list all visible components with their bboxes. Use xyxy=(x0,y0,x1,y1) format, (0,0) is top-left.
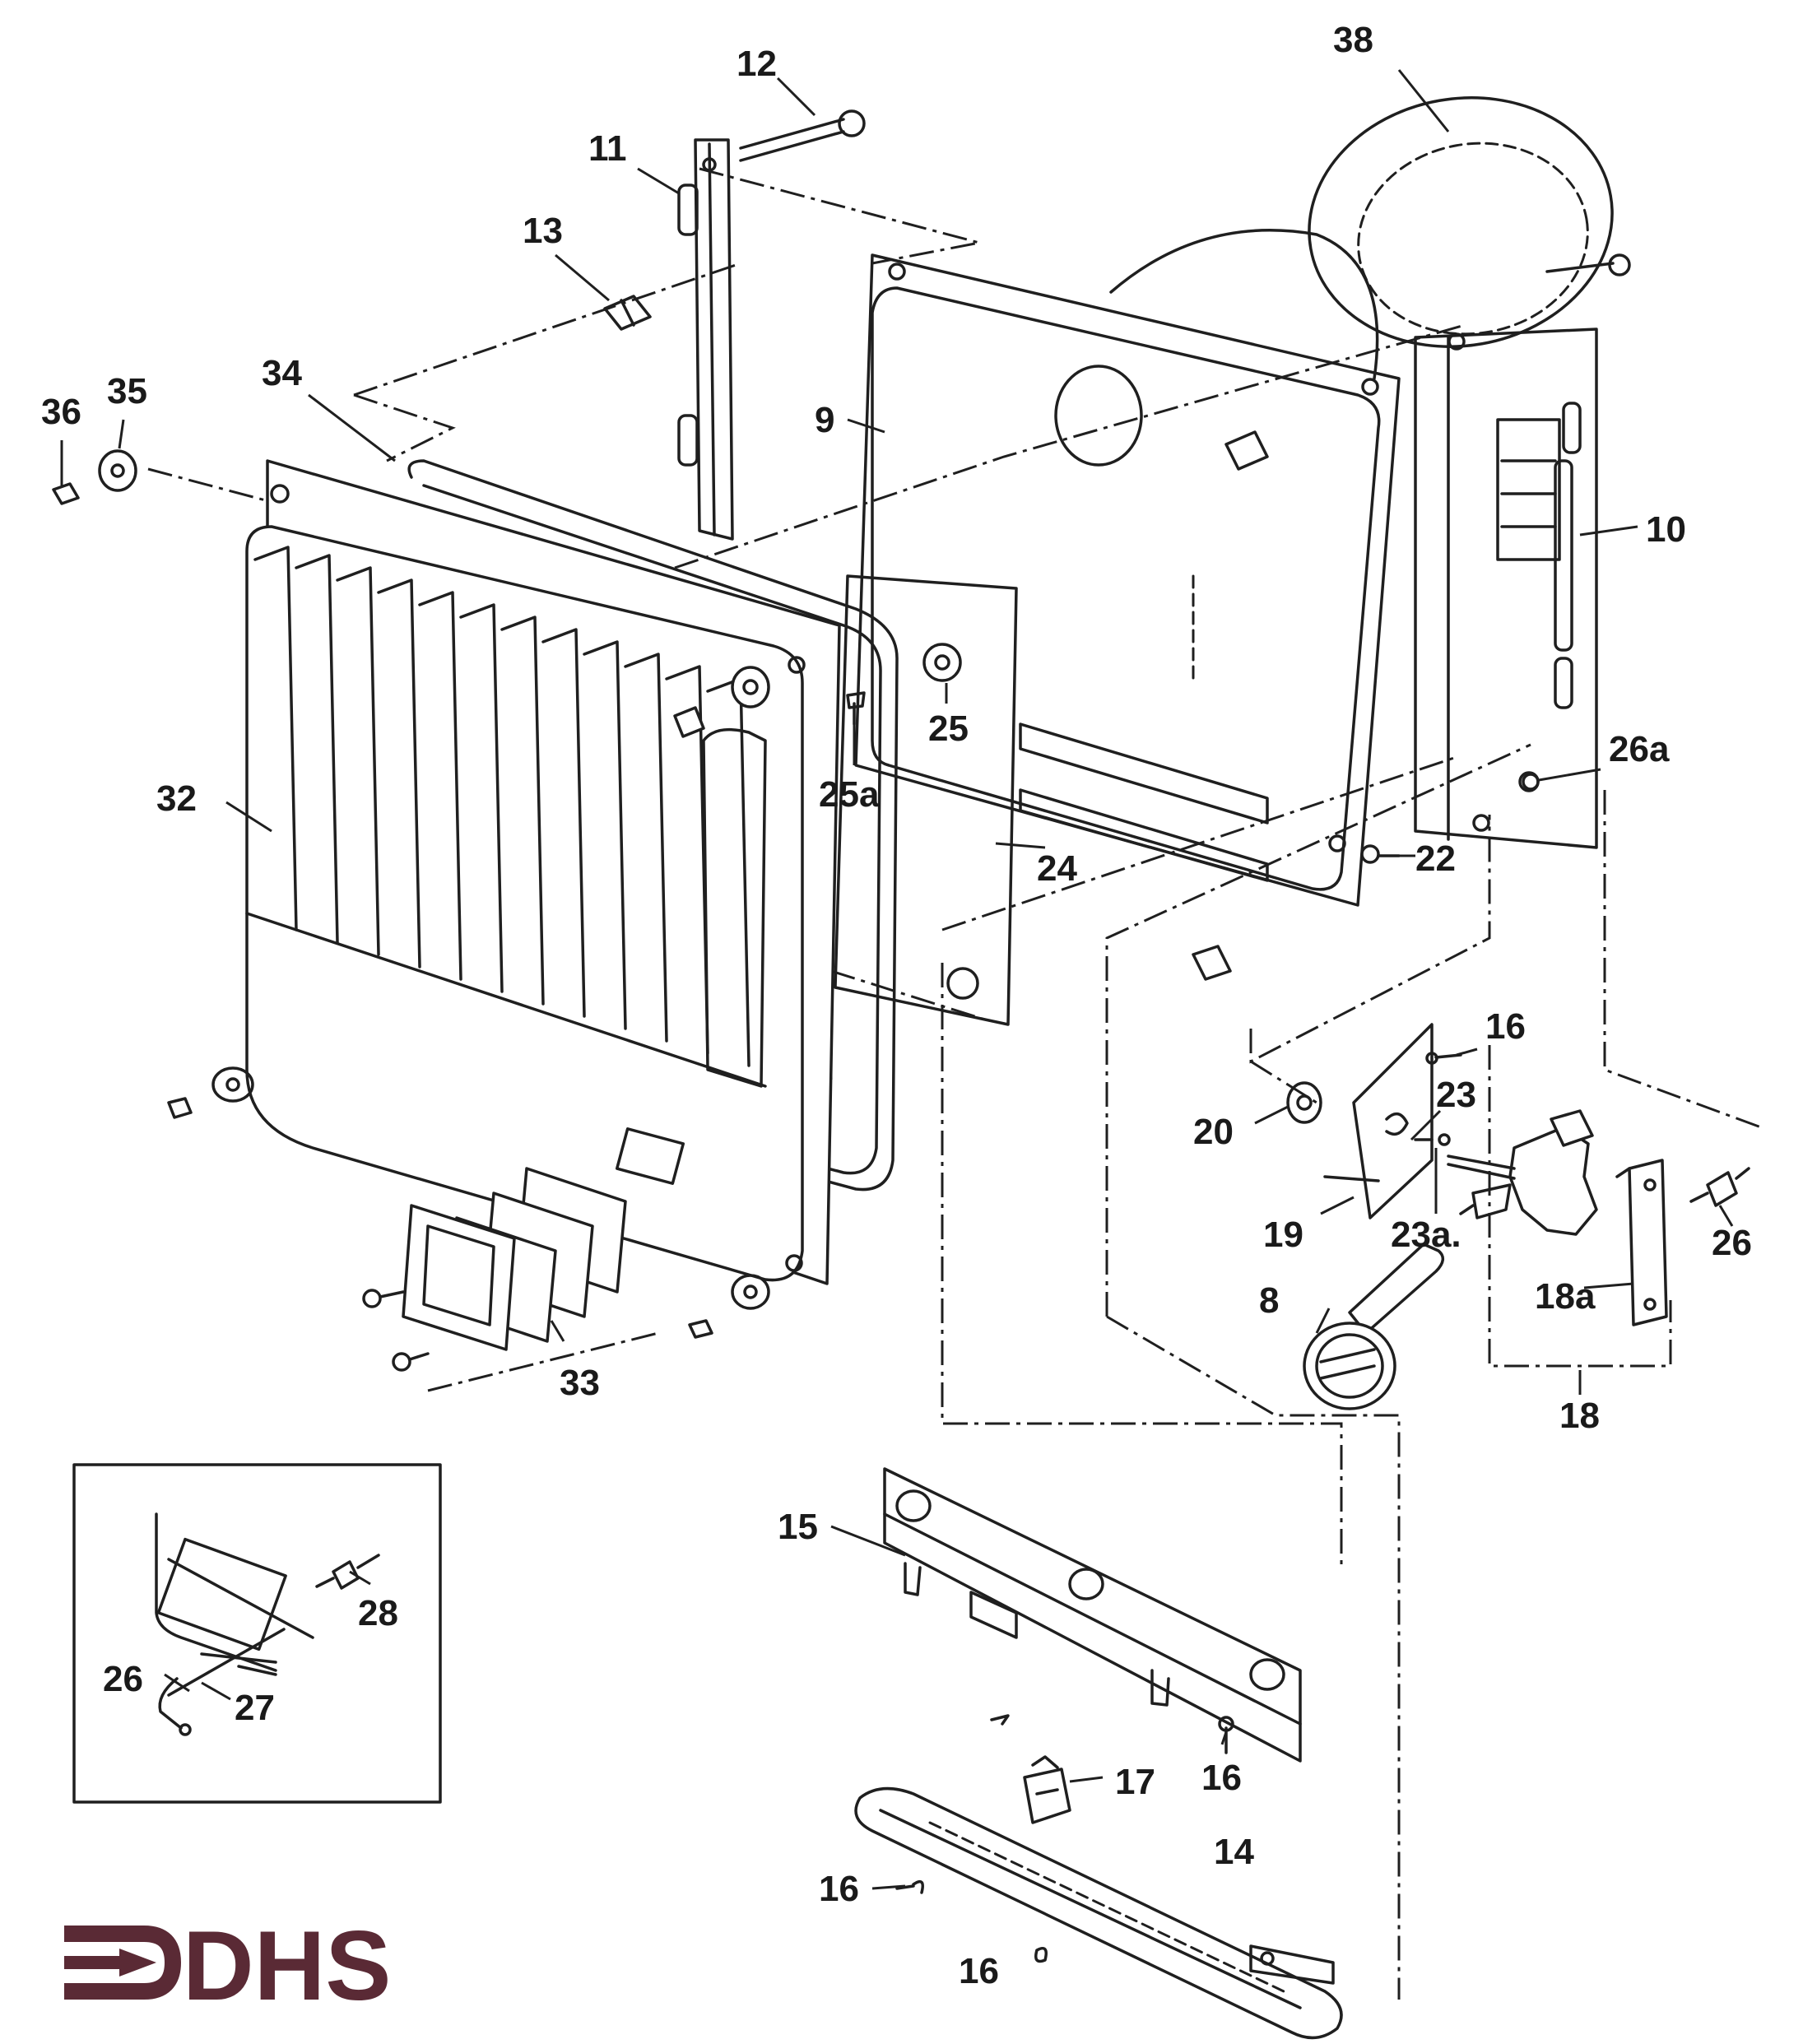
callout-16-bracket: 16 xyxy=(1201,1758,1242,1798)
burner-bracket xyxy=(883,1467,1302,1763)
burner xyxy=(854,1786,1343,2040)
callout-23: 23 xyxy=(1436,1075,1476,1115)
spacer-right xyxy=(1224,430,1269,471)
callout-13: 13 xyxy=(523,211,563,251)
washer-26a xyxy=(1518,771,1540,792)
callout-19: 19 xyxy=(1263,1215,1303,1255)
callout-33: 33 xyxy=(560,1363,600,1403)
callout-18: 18 xyxy=(1559,1396,1600,1436)
callout-16-bottom: 16 xyxy=(959,1951,999,1991)
washer-25-left xyxy=(673,666,770,738)
callout-8: 8 xyxy=(1259,1280,1279,1321)
callout-10: 10 xyxy=(1646,509,1686,550)
callout-24: 24 xyxy=(1037,848,1077,889)
screw-22 xyxy=(1360,844,1401,864)
callout-25a: 25a xyxy=(819,774,880,815)
screw-16-top xyxy=(1425,1052,1462,1065)
dhs-arrow-icon xyxy=(64,1926,182,2000)
callout-16-burner: 16 xyxy=(819,1869,859,1909)
long-screw xyxy=(739,109,866,162)
screw-25a xyxy=(846,691,866,726)
callout-12: 12 xyxy=(737,44,777,84)
callout-25: 25 xyxy=(928,708,969,749)
window-screws xyxy=(362,1289,430,1372)
callout-11: 11 xyxy=(588,128,627,169)
callout-18a: 18a xyxy=(1535,1276,1596,1317)
callout-27: 27 xyxy=(235,1688,275,1728)
valve-plate-18a xyxy=(1615,1159,1668,1326)
callout-28: 28 xyxy=(358,1593,398,1633)
callout-38: 38 xyxy=(1333,20,1373,60)
burner-clip xyxy=(990,1714,1071,1824)
right-side-panel xyxy=(1414,328,1598,849)
control-bracket xyxy=(1286,1023,1451,1219)
callout-22: 22 xyxy=(1415,839,1456,879)
callout-26a: 26a xyxy=(1609,729,1670,769)
callout-17: 17 xyxy=(1115,1762,1155,1802)
spacer-lower xyxy=(1192,945,1232,981)
assembly-guide-lines xyxy=(147,167,1762,2000)
callout-26-inset: 26 xyxy=(103,1659,143,1699)
inset-connector-28 xyxy=(315,1554,380,1590)
window-assembly xyxy=(362,1167,627,1372)
callout-34: 34 xyxy=(262,353,302,393)
spacer-nut xyxy=(603,295,652,331)
gasket xyxy=(407,459,899,1192)
control-knob xyxy=(1303,1243,1444,1410)
callout-23a: 23a. xyxy=(1391,1215,1461,1255)
left-side-strip xyxy=(677,138,734,541)
flue-ring xyxy=(1308,96,1631,348)
front-plate xyxy=(834,574,1018,1026)
leader-lines xyxy=(60,69,1734,1890)
callout-labels: 38 12 11 13 9 10 34 35 36 32 25 25a 24 2… xyxy=(41,20,1752,1991)
nut-36 xyxy=(52,482,80,505)
callout-32: 32 xyxy=(156,778,197,819)
back-panel xyxy=(854,229,1401,907)
pilot-detail-inset xyxy=(72,1463,442,1804)
dhs-logo-text: DHS xyxy=(183,1911,391,2021)
washer-35 xyxy=(98,449,137,492)
callout-35: 35 xyxy=(107,371,147,411)
callout-20: 20 xyxy=(1193,1112,1234,1152)
callout-26: 26 xyxy=(1712,1223,1752,1263)
callout-16-top: 16 xyxy=(1485,1006,1526,1047)
thermocouple-connector xyxy=(1689,1167,1750,1207)
loose-fasteners xyxy=(167,1066,770,1339)
callout-9: 9 xyxy=(815,400,834,440)
dhs-logo: DHS xyxy=(64,1911,391,2021)
callout-15: 15 xyxy=(778,1507,818,1547)
gas-valve xyxy=(1447,1109,1598,1236)
callout-36: 36 xyxy=(41,392,81,432)
callout-14: 14 xyxy=(1214,1832,1254,1872)
finned-casing xyxy=(245,459,841,1285)
